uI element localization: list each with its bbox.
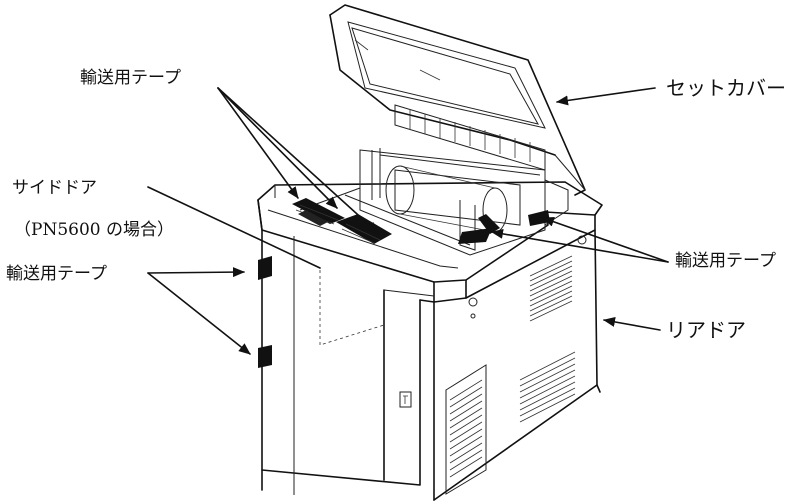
label-set-cover: セットカバー [666, 76, 786, 100]
leader-tape-left [147, 267, 251, 355]
label-transport-tape-left: 輸送用テープ [6, 264, 107, 284]
transport-tape-left-lower [258, 345, 272, 368]
leader-tape-top [217, 87, 379, 234]
label-side-door-note: （PN5600 の場合） [14, 220, 174, 240]
set-cover [329, 4, 586, 196]
label-transport-tape-top: 輸送用テープ [80, 68, 181, 88]
front-vent [445, 364, 487, 495]
leader-tape-right [491, 216, 669, 263]
print-mechanism [299, 148, 569, 256]
label-side-door: サイドドア [12, 178, 97, 198]
transport-tape-top-group [292, 198, 392, 244]
transport-tape-inner-right-2 [458, 228, 492, 244]
transport-tape-left-upper [258, 256, 272, 280]
right-vent-upper [529, 255, 573, 322]
leader-side-door [147, 186, 321, 269]
label-rear-door: リアドア [666, 318, 746, 342]
right-vent-lower [519, 351, 576, 423]
arrow-set-cover [556, 87, 656, 106]
label-transport-tape-right: 輸送用テープ [675, 251, 776, 271]
arrow-rear-door [603, 317, 661, 331]
printer-body [257, 181, 603, 501]
